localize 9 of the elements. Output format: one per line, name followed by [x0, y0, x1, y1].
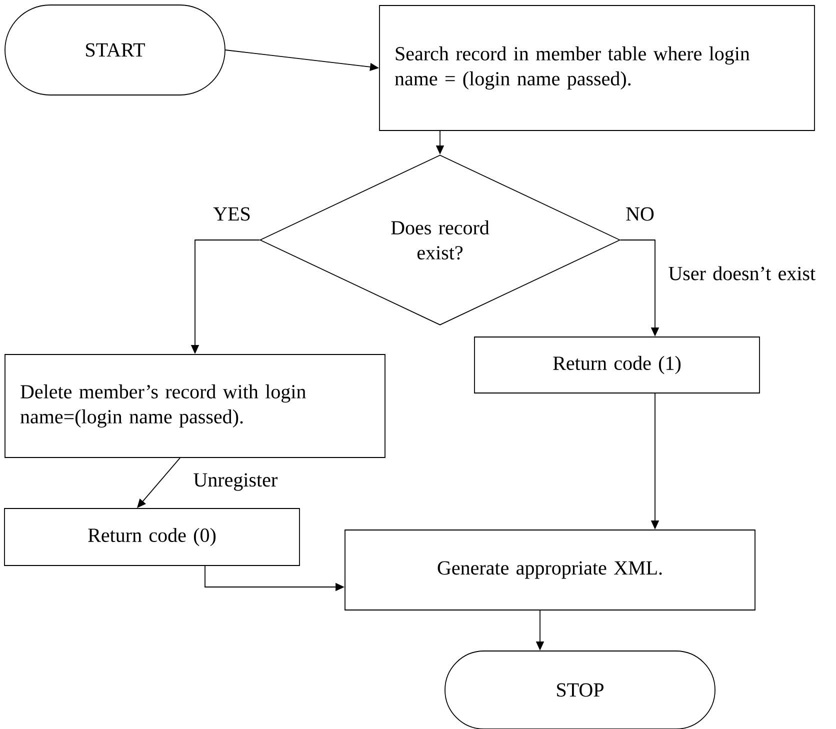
edge-label: YES: [212, 206, 252, 222]
note-text: User doesn’t exist: [668, 266, 816, 280]
process-box: Return code (1): [474, 336, 760, 394]
process-box: Generate appropriate XML.: [344, 530, 756, 610]
edge-label: Unregister: [192, 472, 279, 492]
process-box: Search record in member table where login name = (login name passed).: [379, 5, 815, 131]
edge-label: NO: [624, 206, 656, 222]
process-box: Delete member’s record with login name=(login name passed).: [4, 354, 386, 458]
process-box: Return code (0): [4, 508, 300, 566]
